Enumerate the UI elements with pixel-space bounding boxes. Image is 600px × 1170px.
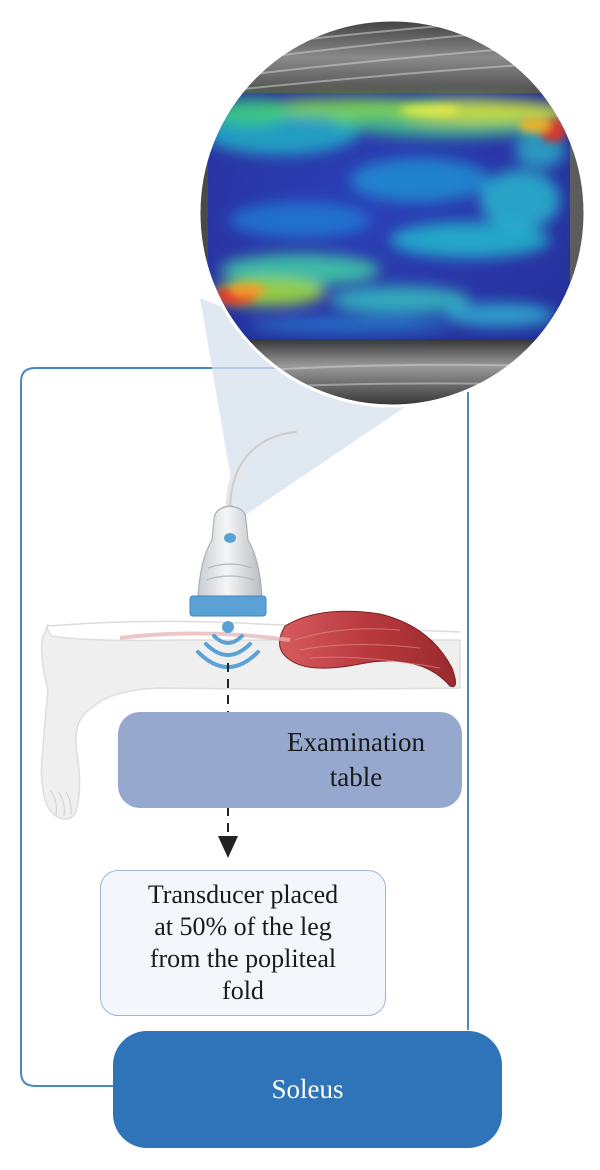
transducer-note-text: Transducer placed at 50% of the leg from… (147, 879, 339, 1006)
ultrasound-probe-icon (189, 427, 301, 617)
examination-table-label: Examination table (287, 727, 425, 792)
examination-table: Examination table (118, 712, 462, 808)
transducer-note: Transducer placed at 50% of the leg from… (100, 870, 386, 1016)
muscle-label: Soleus (113, 1031, 502, 1148)
calf-muscle-illustration (119, 610, 456, 688)
zoom-cone (200, 298, 430, 520)
muscle-label-text: Soleus (271, 1074, 344, 1104)
